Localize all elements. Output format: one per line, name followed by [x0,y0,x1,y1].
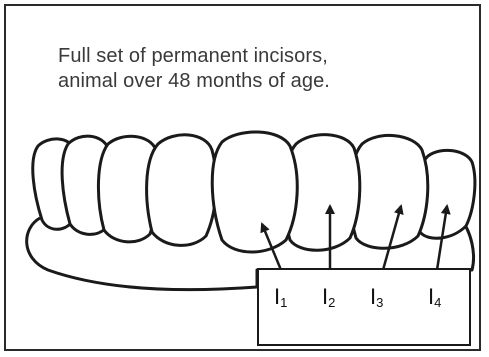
tooth-right-3 [350,135,428,248]
label-i2: I2 [322,284,335,310]
tooth-left-1 [147,135,217,246]
label-i3-number: 3 [376,295,383,310]
label-i2-number: 2 [328,295,335,310]
tooth-center [212,132,297,252]
label-i1: I1 [274,284,287,310]
label-i4: I4 [428,284,441,310]
label-i3: I3 [370,284,383,310]
label-i4-number: 4 [434,295,441,310]
label-i1-number: 1 [280,295,287,310]
